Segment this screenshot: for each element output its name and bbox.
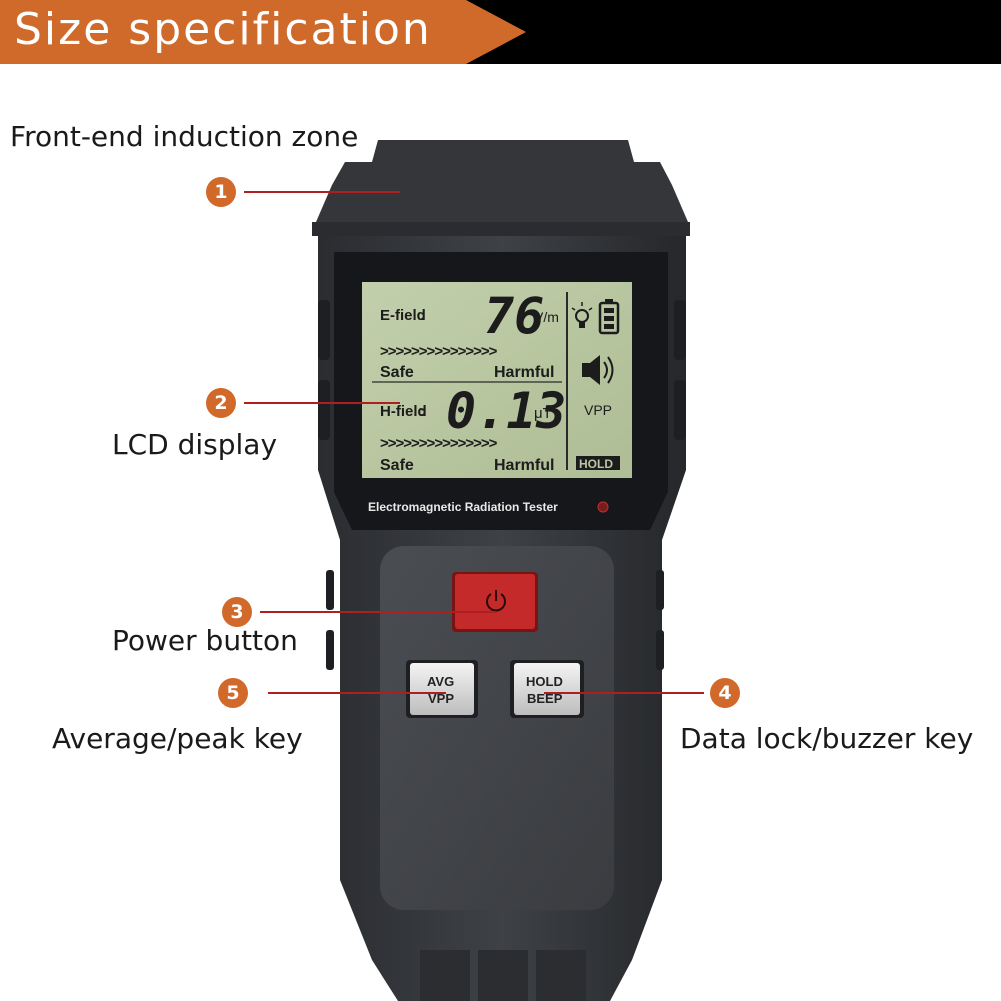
efield-arrows: >>>>>>>>>>>>>>> [380, 343, 498, 360]
hfield-harmful-label: Harmful [494, 457, 554, 474]
efield-label: E-field [380, 307, 426, 324]
efield-value: 76 [484, 287, 544, 345]
efield-safe-label: Safe [380, 364, 414, 381]
callout-label-induction-zone: Front-end induction zone [10, 120, 359, 153]
callout-number-2: 2 [206, 388, 236, 418]
hold-key-line1: HOLD [526, 674, 563, 689]
svg-text::: : [420, 403, 425, 420]
callout-number-5: 5 [218, 678, 248, 708]
hfield-safe-label: Safe [380, 457, 414, 474]
hold-key-line2: BEEP [527, 691, 563, 706]
callout-label-data-lock-buzzer-key: Data lock/buzzer key [680, 722, 974, 755]
leader-line-5 [268, 692, 446, 694]
header-accent [0, 0, 466, 64]
callout-number-4: 4 [710, 678, 740, 708]
hfield-label: H-field [380, 403, 427, 420]
callout-label-lcd-display: LCD display [112, 428, 278, 461]
hold-indicator: HOLD [579, 457, 613, 471]
callout-label-power-button: Power button [112, 624, 298, 657]
brand-text: Electromagnetic Radiation Tester [368, 500, 558, 514]
avg-key-line2: VPP [428, 691, 454, 706]
hfield-unit: μT [534, 405, 552, 422]
leader-line-3 [260, 611, 496, 613]
power-icon [486, 590, 506, 612]
speaker-icon [582, 355, 614, 385]
callout-label-average-peak-key: Average/peak key [52, 722, 303, 755]
leader-line-2 [244, 402, 400, 404]
indicator-led [597, 501, 609, 513]
callout-number-1: 1 [206, 177, 236, 207]
efield-unit: V/m [534, 309, 559, 325]
hfield-value: 0.13 [446, 382, 566, 440]
control-panel [380, 546, 614, 910]
hfield-arrows: >>>>>>>>>>>>>>> [380, 435, 498, 452]
induction-zone [316, 140, 688, 222]
battery-icon [598, 299, 620, 335]
efield-harmful-label: Harmful [494, 364, 554, 381]
svg-text::: : [420, 307, 425, 324]
leader-line-1 [244, 191, 400, 193]
leader-line-4 [544, 692, 704, 694]
avg-key-line1: AVG [427, 674, 454, 689]
header-arrow [466, 0, 526, 64]
backlight-icon [571, 302, 593, 328]
page-title: Size specification [14, 4, 432, 55]
callout-number-3: 3 [222, 597, 252, 627]
vpp-indicator: VPP [584, 402, 612, 418]
